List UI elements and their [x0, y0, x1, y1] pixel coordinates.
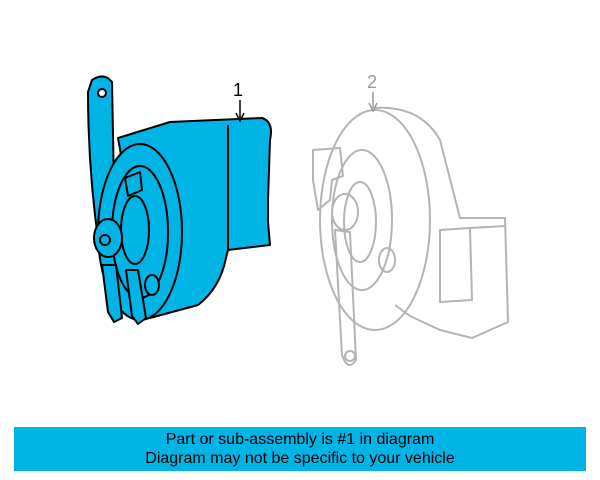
callout-number-1: 1: [233, 80, 244, 100]
horn-ghost-icon: [312, 106, 509, 366]
parts-diagram: [87, 75, 509, 366]
callout-number-2: 2: [367, 72, 378, 92]
callout-leaders: [235, 92, 378, 123]
banner-line-1: Part or sub-assembly is #1 in diagram: [165, 431, 435, 448]
banner-line-2: Diagram may not be specific to your vehi…: [145, 450, 455, 467]
info-banner: Part or sub-assembly is #1 in diagram Di…: [14, 427, 586, 471]
horn-highlighted-icon: [87, 75, 272, 325]
